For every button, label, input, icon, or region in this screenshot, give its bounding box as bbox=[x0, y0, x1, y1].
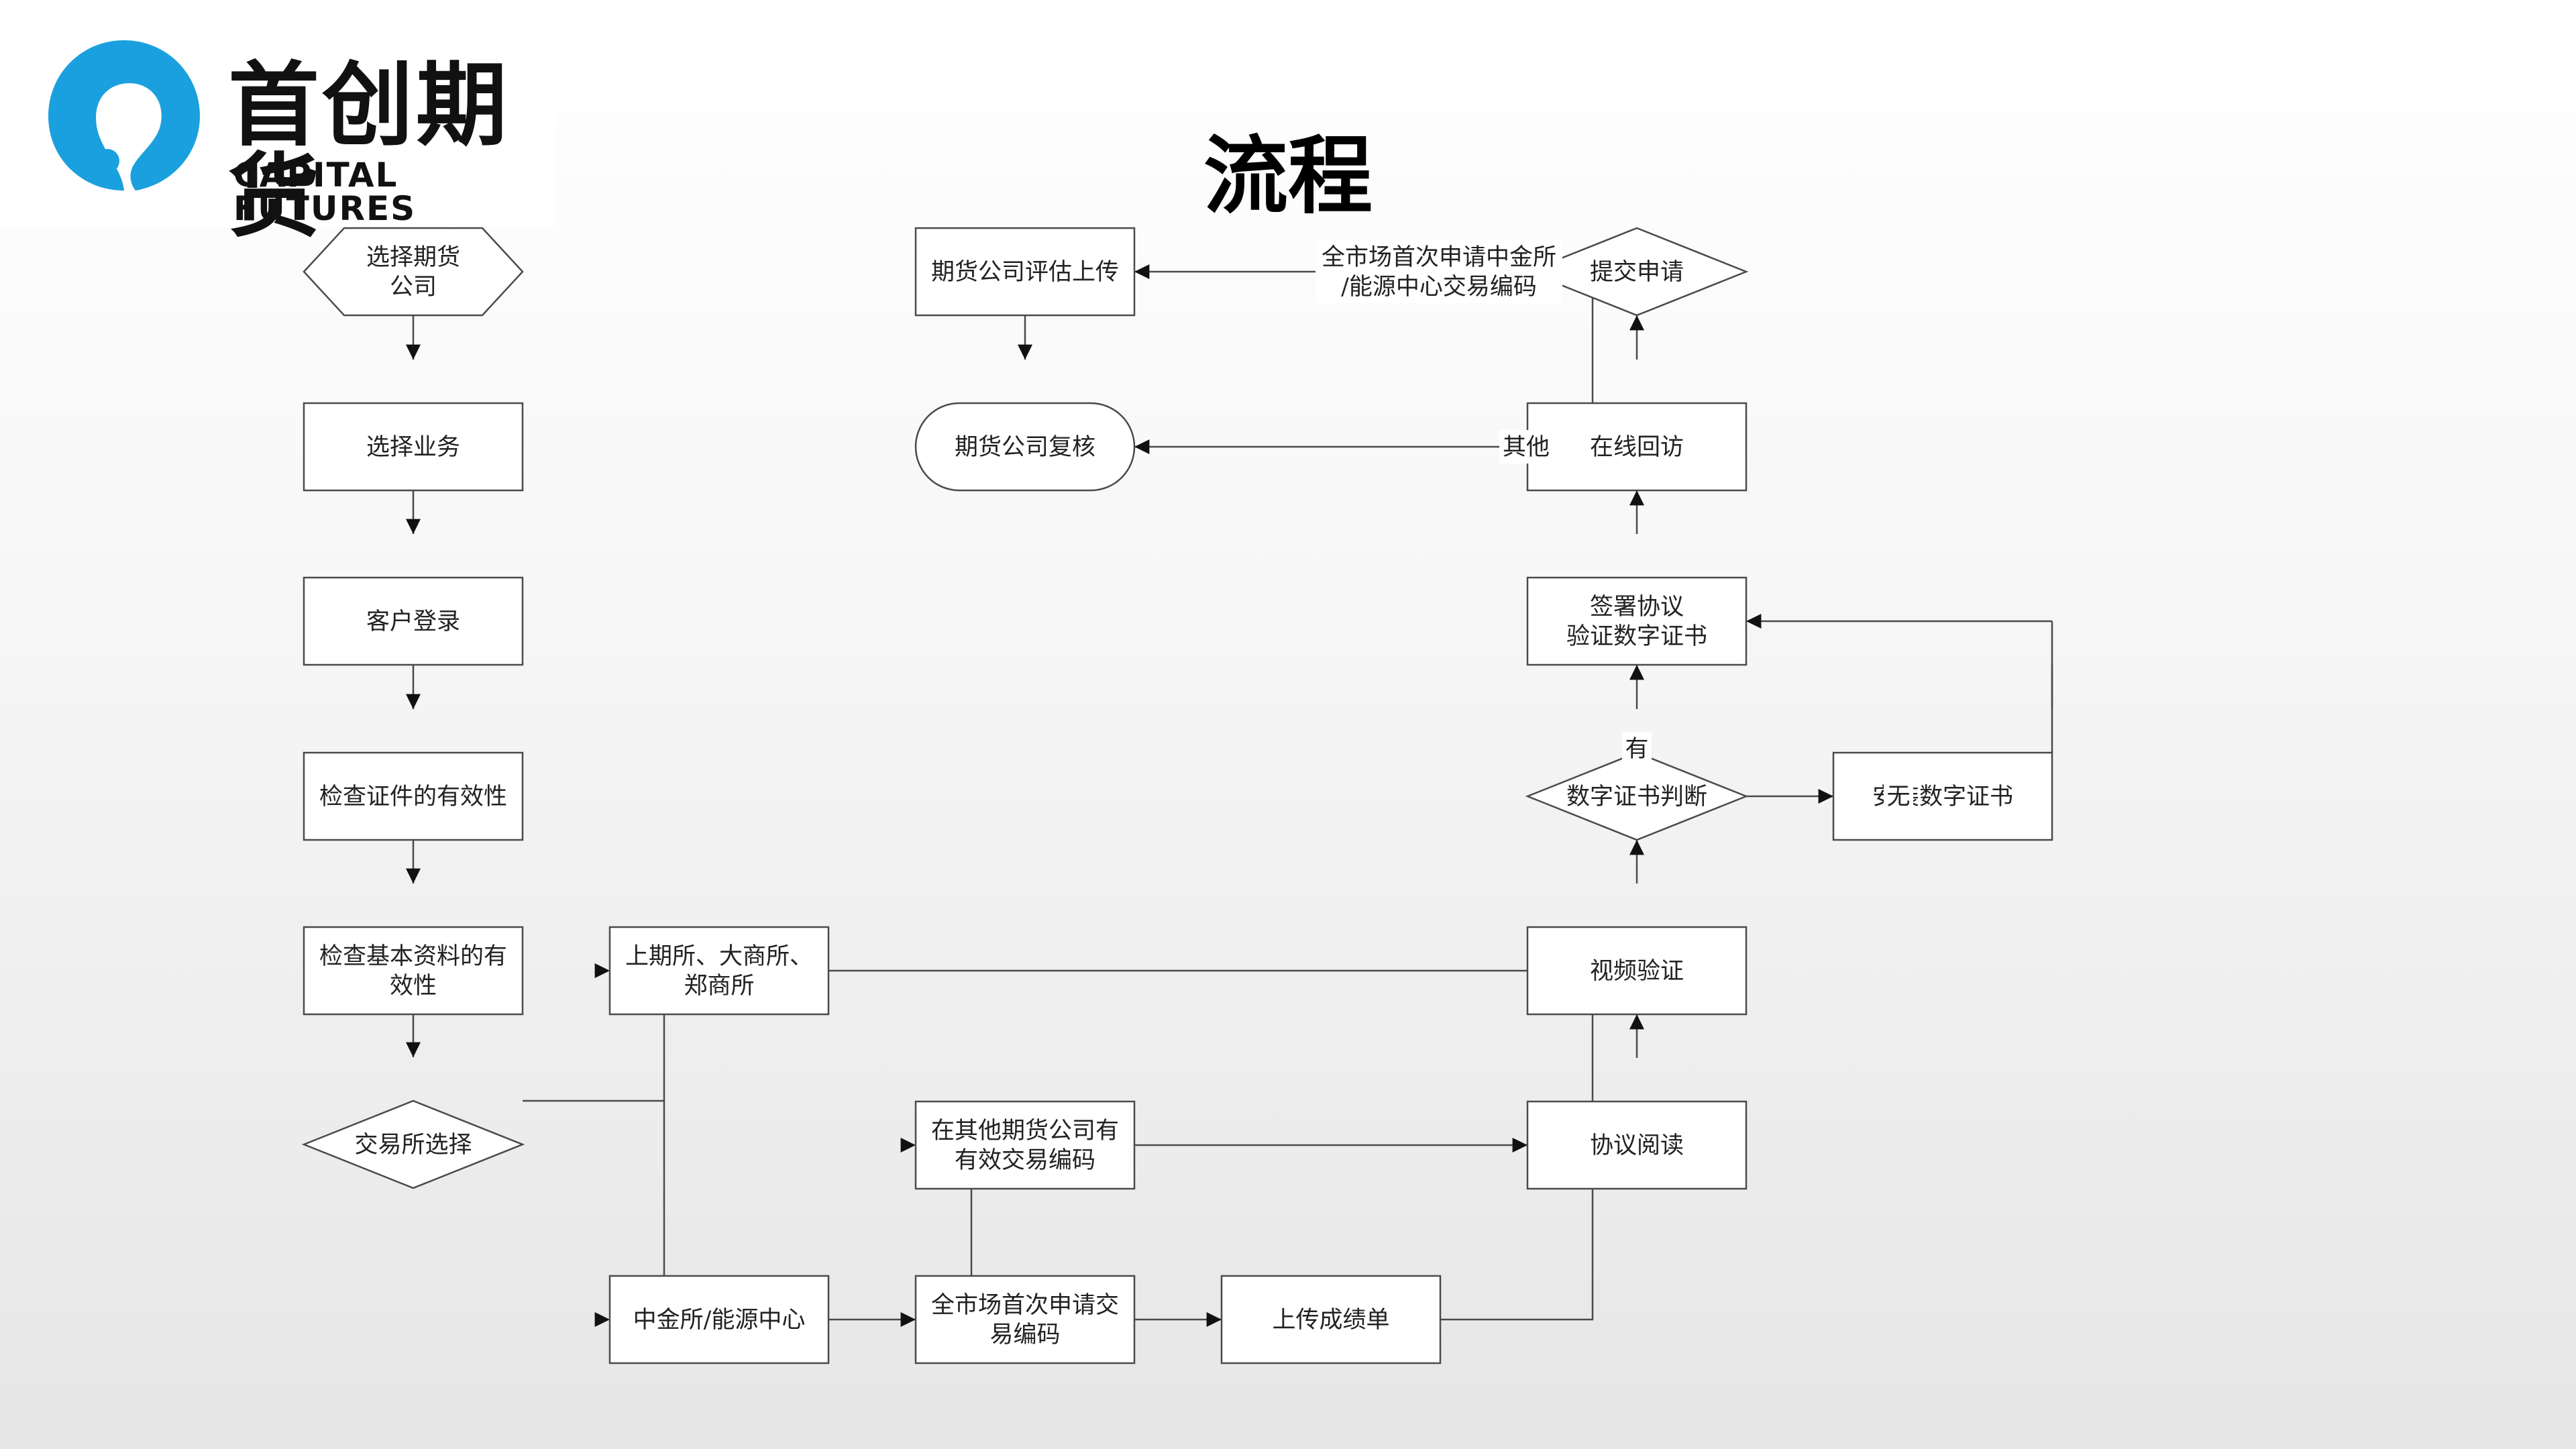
connector-cert-judge-to-install-arrowhead bbox=[1818, 789, 1833, 804]
flow-node-login: 客户登录 bbox=[303, 576, 524, 666]
edge-label-other-text: 其他 bbox=[1503, 434, 1550, 461]
brand-name-cn: 首创期货 bbox=[228, 53, 510, 250]
flow-node-label: 签署协议验证数字证书 bbox=[1566, 594, 1707, 650]
connector-check-info-to-exchange-arrowhead bbox=[406, 1042, 421, 1057]
flow-node-upload-score: 上传成绩单 bbox=[1220, 1275, 1442, 1364]
flow-node-first-apply: 全市场首次申请交易编码 bbox=[914, 1275, 1136, 1364]
flow-node-label: 协议阅读 bbox=[1590, 1132, 1684, 1159]
flow-node-label: 选择期货公司 bbox=[366, 244, 460, 301]
flow-node-label: 在线回访 bbox=[1590, 434, 1684, 461]
flow-node-label: 上期所、大商所、郑商所 bbox=[625, 943, 813, 1000]
flow-node-has-other-code: 在其他期货公司有有效交易编码 bbox=[914, 1100, 1136, 1190]
flow-node-check-info: 检查基本资料的有效性 bbox=[303, 926, 524, 1016]
flow-node-label: 选择业务 bbox=[366, 434, 460, 461]
edge-label-first-time-cffex-text: 全市场首次申请中金所/能源中心交易编码 bbox=[1322, 244, 1556, 301]
flowchart-connectors bbox=[406, 264, 2053, 1327]
flow-node-check-id: 检查证件的有效性 bbox=[303, 751, 524, 841]
connector-agreement-to-video-arrowhead bbox=[1629, 1014, 1644, 1030]
flow-node-label: 检查证件的有效性 bbox=[319, 784, 507, 810]
connector-install-to-sign-arrowhead bbox=[1746, 614, 1762, 629]
connector-cffex-to-first-apply-arrowhead bbox=[900, 1312, 916, 1327]
flow-node-select-company: 选择期货公司 bbox=[303, 227, 524, 317]
flow-node-video-verify: 视频验证 bbox=[1526, 926, 1748, 1016]
flow-node-cffex-ine: 中金所/能源中心 bbox=[608, 1275, 830, 1364]
flow-node-label: 中金所/能源中心 bbox=[633, 1307, 806, 1334]
flow-node-label: 检查基本资料的有效性 bbox=[319, 943, 507, 1000]
connector-first-apply-to-upload-arrowhead bbox=[1206, 1312, 1222, 1327]
flow-node-submit: 提交申请 bbox=[1525, 227, 1749, 317]
flow-node-shfe-dce-czce: 上期所、大商所、郑商所 bbox=[608, 926, 830, 1016]
edge-label-has-cert: 有 bbox=[1622, 732, 1652, 765]
edge-label-no-cert-text: 无 bbox=[1886, 784, 1910, 810]
connector-upload-to-agreement bbox=[1440, 1145, 1594, 1321]
capital-futures-logo-icon bbox=[48, 40, 200, 191]
flow-node-label: 交易所选择 bbox=[354, 1132, 472, 1159]
flowchart-edge-labels: 有无 其他 全市场首次申请中金所/能源中心交易编码 bbox=[1316, 240, 1913, 813]
connector-other-code-to-agreement-arrowhead bbox=[1512, 1138, 1527, 1152]
connector-company-to-business-arrowhead bbox=[406, 344, 421, 360]
logo-panel: 首创期货 CAPITAL FUTURES bbox=[0, 0, 555, 243]
flow-node-label: 客户登录 bbox=[366, 608, 460, 635]
connector-exchange-to-shfe-arrowhead bbox=[594, 963, 610, 978]
flow-node-label: 数字证书判断 bbox=[1566, 784, 1707, 810]
flow-node-label: 期货公司复核 bbox=[955, 434, 1095, 461]
edge-label-has-cert-text: 有 bbox=[1625, 736, 1648, 763]
flow-node-install-cert: 安装数字证书 bbox=[1832, 751, 2053, 841]
flow-node-label: 提交申请 bbox=[1590, 259, 1684, 286]
connector-submit-to-eval-upload-arrowhead bbox=[1134, 264, 1150, 279]
flow-node-sign-agreement: 签署协议验证数字证书 bbox=[1526, 576, 1748, 666]
connector-video-to-cert-judge-arrowhead bbox=[1629, 840, 1644, 855]
flow-node-label: 在其他期货公司有有效交易编码 bbox=[931, 1118, 1119, 1174]
connector-cffex-to-other-code-arrowhead bbox=[900, 1138, 916, 1152]
page-title: 流程 bbox=[1203, 127, 1373, 225]
flow-node-online-revisit: 在线回访 bbox=[1526, 402, 1748, 492]
flow-node-label: 视频验证 bbox=[1590, 958, 1684, 985]
connector-cert-judge-to-sign-arrowhead bbox=[1629, 665, 1644, 680]
flow-node-company-review: 期货公司复核 bbox=[914, 402, 1136, 492]
connector-revisit-to-submit-arrowhead bbox=[1629, 315, 1644, 331]
edge-label-no-cert: 无 bbox=[1884, 780, 1913, 813]
flow-node-label: 期货公司评估上传 bbox=[931, 259, 1119, 286]
connector-eval-upload-to-review-arrowhead bbox=[1018, 344, 1032, 360]
edge-label-first-time-cffex: 全市场首次申请中金所/能源中心交易编码 bbox=[1316, 240, 1562, 303]
connector-submit-to-review-arrowhead bbox=[1134, 439, 1150, 454]
connector-exchange-to-cffex-arrowhead bbox=[594, 1312, 610, 1327]
flow-node-label: 全市场首次申请交易编码 bbox=[931, 1292, 1119, 1348]
connector-sign-to-revisit-arrowhead bbox=[1629, 490, 1644, 506]
flow-node-company-eval-upload: 期货公司评估上传 bbox=[914, 227, 1136, 317]
connector-check-id-to-check-info-arrowhead bbox=[406, 868, 421, 883]
flow-node-select-business: 选择业务 bbox=[303, 402, 524, 492]
flow-node-agreement-read: 协议阅读 bbox=[1526, 1100, 1748, 1190]
connector-login-to-check-id-arrowhead bbox=[406, 694, 421, 709]
connector-business-to-login-arrowhead bbox=[406, 519, 421, 534]
brand-name-en: CAPITAL FUTURES bbox=[233, 156, 417, 228]
flow-node-cert-judge: 数字证书判断 bbox=[1525, 751, 1749, 841]
flow-node-label: 上传成绩单 bbox=[1272, 1307, 1389, 1334]
edge-label-other: 其他 bbox=[1499, 430, 1553, 464]
flow-node-exchange-choice: 交易所选择 bbox=[301, 1099, 525, 1189]
